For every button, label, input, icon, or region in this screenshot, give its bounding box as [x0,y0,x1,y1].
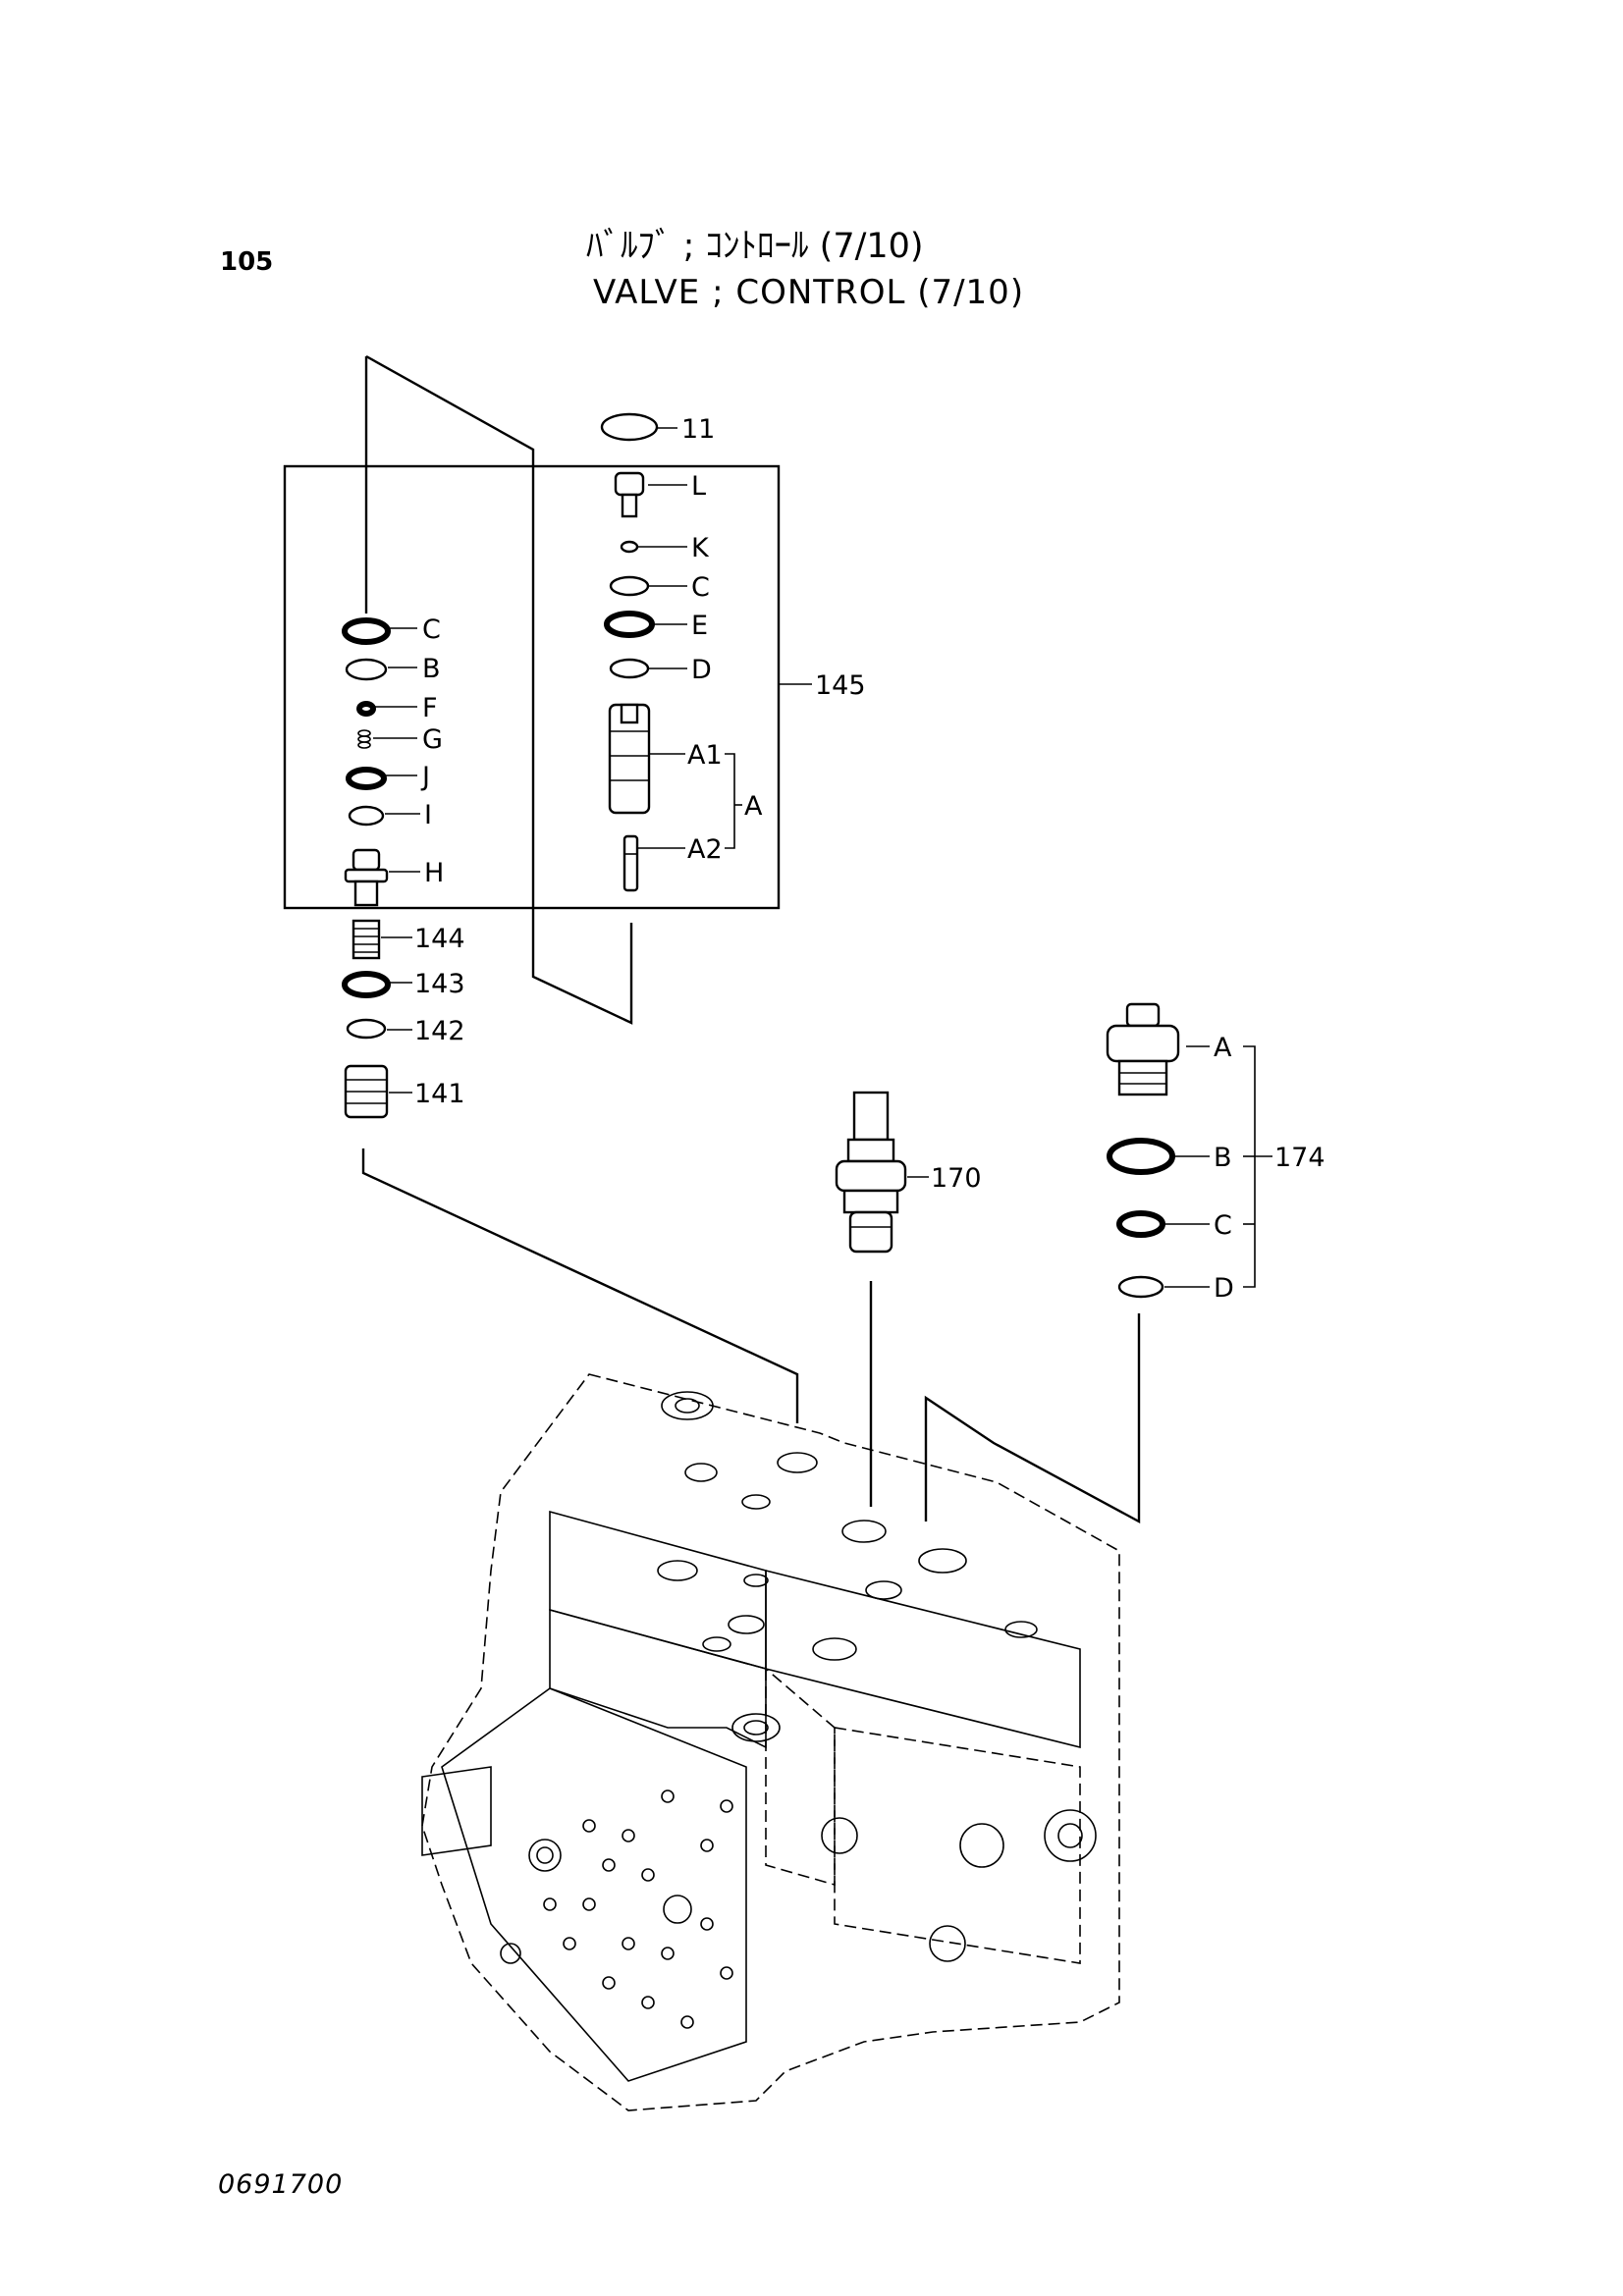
ring-D-right [609,658,650,679]
callout-A1: A1 [687,740,723,771]
callout-B-174: B [1214,1143,1232,1173]
control-valve-body [421,1373,1120,2111]
callout-170: 170 [931,1163,982,1194]
title-english: VALVE ; CONTROL (7/10) [593,273,1025,312]
ring-B-174 [1107,1138,1175,1175]
spring-144 [352,919,381,960]
callout-J: J [420,762,430,792]
callout-144: 144 [414,924,465,954]
plug-L [614,471,645,518]
pin-A2 [622,834,639,892]
callout-D-174: D [1214,1273,1234,1304]
callout-B-left: B [422,654,441,684]
callout-141: 141 [414,1079,465,1109]
o-ring-11 [600,412,659,442]
callout-143: 143 [414,969,465,999]
bracket-A [725,753,735,849]
callout-11: 11 [681,414,715,445]
ring-B-left [345,658,388,681]
callout-D-right: D [691,655,712,685]
backup-ring-E [604,611,655,638]
callout-G: G [422,724,443,755]
ring-D-174 [1117,1275,1164,1299]
callout-A2: A2 [687,834,723,865]
ring-K [620,540,639,554]
ring-F [356,701,376,717]
ring-I [348,805,385,827]
ring-C-174 [1116,1210,1165,1238]
callout-142: 142 [414,1016,465,1046]
page-number: 105 [220,247,274,277]
spool-A1 [608,703,651,815]
assembly-145-frame [283,464,781,910]
routing-line-upper [365,354,633,1025]
callout-H: H [424,858,444,888]
ring-C-left [342,617,391,645]
routing-line-174 [924,1313,1141,1524]
callout-E: E [691,611,708,641]
ring-J [346,767,387,790]
plug-H [344,848,389,907]
relief-valve-170 [835,1091,907,1254]
callout-I: I [424,800,432,830]
callout-F: F [422,693,438,723]
callout-C-left: C [422,614,441,645]
callout-A-174: A [1214,1033,1232,1063]
callout-K: K [691,533,710,563]
o-ring-142 [346,1018,387,1040]
plug-174-A [1106,1002,1180,1096]
ring-C-right [609,575,650,597]
callout-174: 174 [1274,1143,1325,1173]
callout-145: 145 [815,670,866,701]
spring-G [357,729,371,749]
sleeve-141 [344,1064,389,1119]
callout-L: L [691,471,706,502]
callout-A: A [744,791,763,822]
backup-ring-143 [342,971,391,998]
bracket-174 [1243,1045,1256,1288]
title-japanese: ﾊﾞﾙﾌﾞ ; ｺﾝﾄﾛｰﾙ (7/10) [586,227,924,266]
routing-line-141 [361,1148,799,1423]
callout-C-right: C [691,572,710,603]
callout-C-174: C [1214,1210,1232,1241]
drawing-number: 0691700 [218,2169,344,2200]
